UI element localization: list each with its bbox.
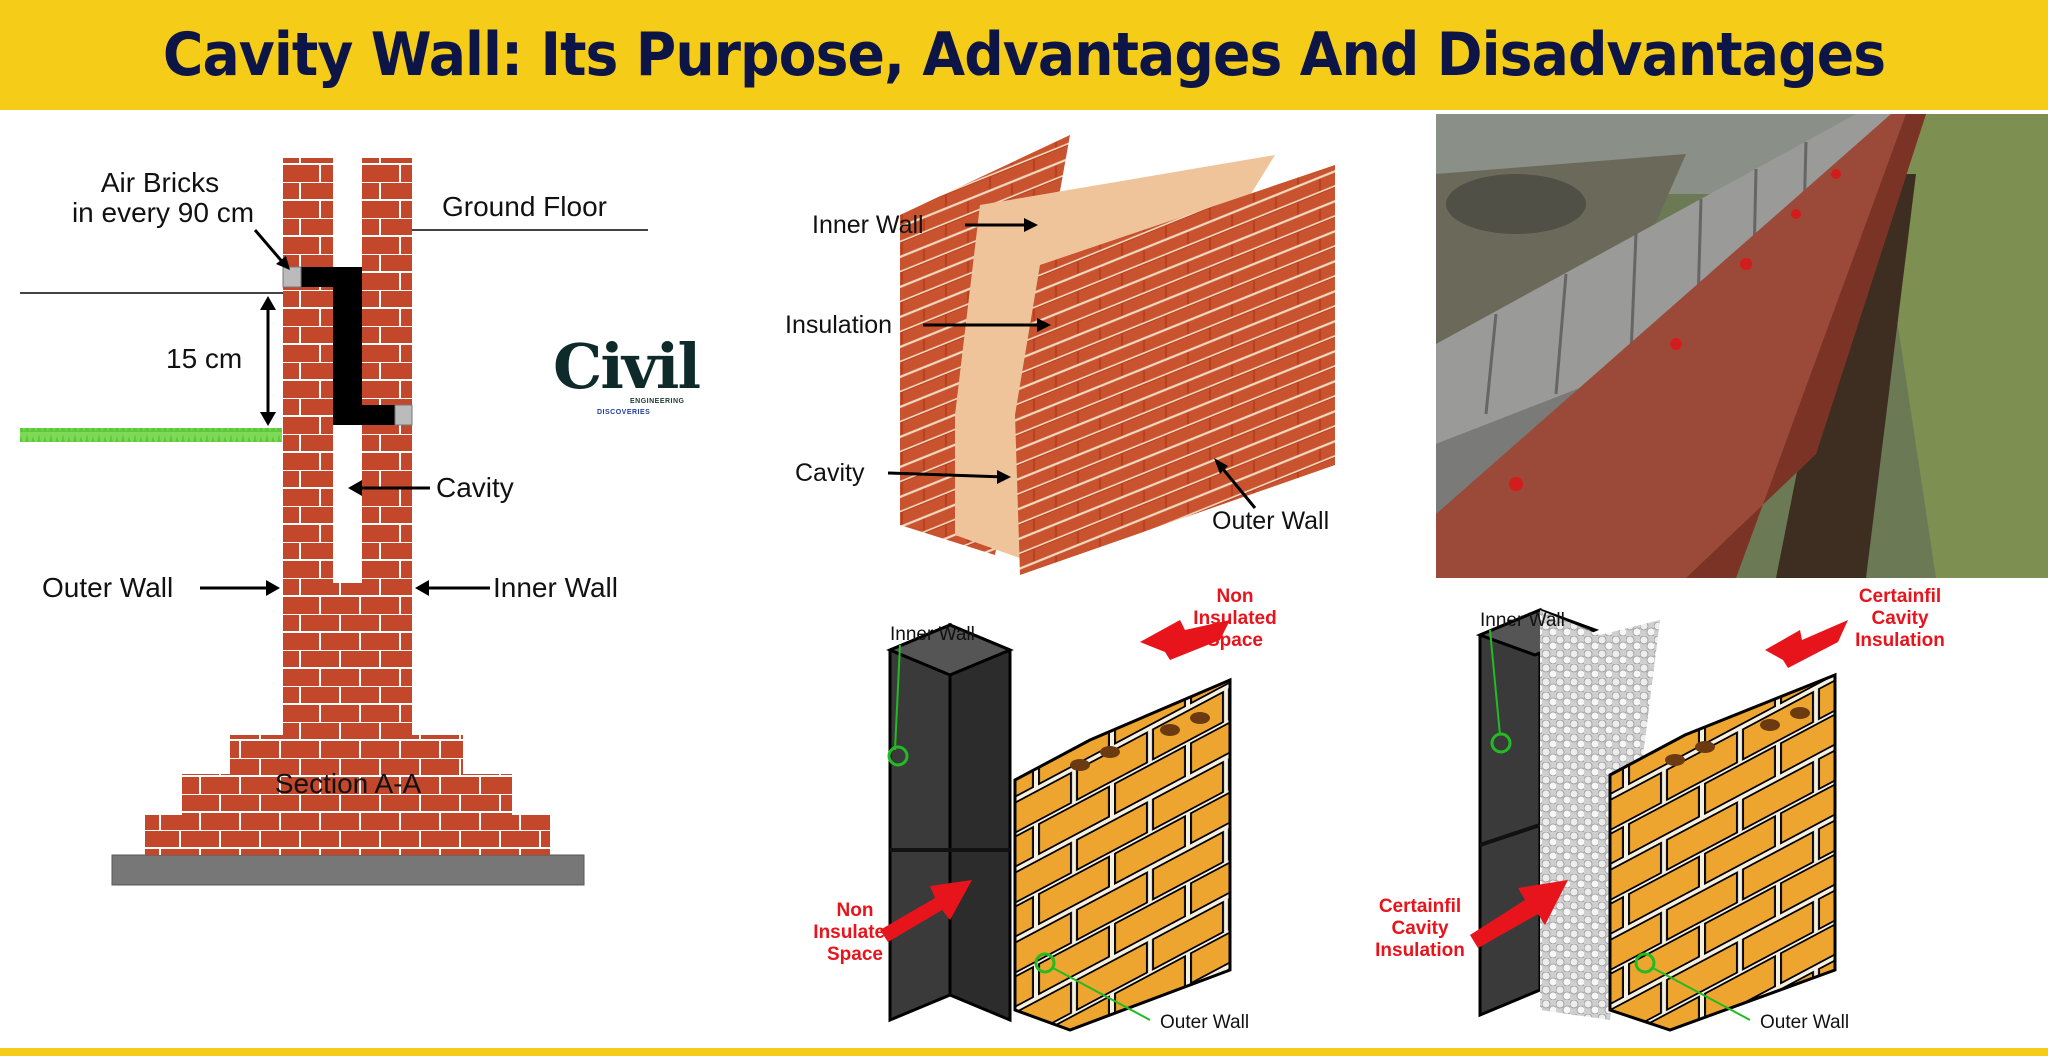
callout-left-2: Cavity [1391, 918, 1448, 939]
label-cavity: Cavity [795, 459, 865, 487]
air-brick-bottom [394, 404, 413, 426]
label-ground-floor: Ground Floor [442, 191, 607, 222]
bottom-bar [0, 1048, 2048, 1056]
callout-left-3: Insulation [1375, 940, 1465, 961]
page-title: Cavity Wall: Its Purpose, Advantages And… [162, 20, 1886, 90]
damp-proof-course [300, 267, 395, 425]
section-diagram: Air Bricks in every 90 cm Ground Floor 1… [0, 110, 700, 890]
label-section: Section A-A [275, 768, 422, 799]
insulated-diagram: Inner Wall Certainfil Cavity Insulation … [1360, 580, 2048, 1048]
yellow-brick-wall [1013, 677, 1232, 1032]
callout-top-3: Insulation [1855, 630, 1945, 651]
concrete-block-wall [1478, 607, 1542, 1018]
concrete-base [111, 854, 585, 886]
label-air-bricks-1: Air Bricks [101, 167, 219, 198]
callout-left-1: Certainfil [1379, 896, 1461, 917]
logo-subtitle-1: ENGINEERING [630, 398, 685, 405]
label-inner-wall: Inner Wall [812, 211, 924, 239]
title-banner: Cavity Wall: Its Purpose, Advantages And… [0, 0, 2048, 110]
ground-grass [20, 428, 282, 442]
callout-top-3: Space [1207, 630, 1263, 651]
label-inner-wall: Inner Wall [1480, 610, 1565, 631]
bead-insulation-fill [1540, 610, 1660, 1020]
block-wall [1436, 114, 1891, 444]
inner-leaf [362, 158, 412, 638]
logo-text: Civil [553, 330, 701, 403]
callout-left-3: Space [827, 944, 883, 965]
label-outer-wall: Outer Wall [1760, 1012, 1849, 1033]
callout-top-2: Insulated [1193, 608, 1276, 629]
callout-top-2: Cavity [1871, 608, 1928, 629]
logo-subtitle-2: DISCOVERIES [597, 409, 651, 416]
outer-brick-leaf [1015, 165, 1335, 575]
yellow-brick-wall [1608, 672, 1837, 1032]
civil-engineering-logo: Civil ENGINEERING DISCOVERIES [545, 330, 705, 430]
construction-photo [1436, 114, 2048, 578]
label-insulation: Insulation [785, 311, 892, 339]
non-insulated-diagram: Inner Wall Non Insulated Space Non Insul… [770, 580, 1350, 1048]
label-air-bricks-2: in every 90 cm [72, 197, 254, 228]
label-dimension: 15 cm [166, 343, 242, 374]
air-brick-top [282, 266, 302, 288]
label-cavity: Cavity [436, 472, 514, 503]
callout-top-1: Certainfil [1859, 586, 1941, 607]
callout-top-1: Non [1217, 586, 1254, 607]
label-inner-wall: Inner Wall [493, 572, 618, 603]
callout-left-1: Non [837, 900, 874, 921]
label-outer-wall: Outer Wall [1212, 507, 1329, 535]
brick-cavity-illustration: Inner Wall Insulation Cavity Outer Wall [770, 115, 1350, 585]
outer-leaf [283, 158, 333, 638]
label-inner-wall: Inner Wall [890, 624, 975, 645]
label-outer-wall: Outer Wall [42, 572, 173, 603]
callout-left-2: Insulated [813, 922, 896, 943]
label-outer-wall: Outer Wall [1160, 1012, 1249, 1033]
